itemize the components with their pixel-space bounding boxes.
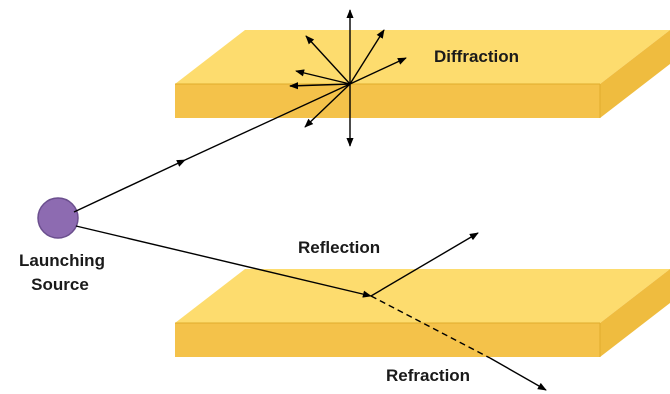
source-label-line1: Launching xyxy=(19,251,105,270)
reflection-label: Reflection xyxy=(298,238,380,257)
upper-slab xyxy=(175,30,670,118)
source-label-line2: Source xyxy=(31,275,89,294)
launching-source-icon xyxy=(37,197,79,239)
lower-slab-top xyxy=(175,269,670,323)
ray-to-diffraction xyxy=(73,83,351,213)
upper-slab-front xyxy=(175,84,600,118)
diffraction-rays xyxy=(289,9,407,147)
ray-to-reflection xyxy=(75,225,372,298)
diffraction-label: Diffraction xyxy=(434,47,519,66)
lower-slab-front xyxy=(175,323,600,357)
lower-slab xyxy=(175,269,670,357)
lower-slab-side xyxy=(600,269,670,357)
reflected-ray xyxy=(370,232,479,297)
upper-slab-top xyxy=(175,30,670,84)
refracted-ray xyxy=(370,295,547,391)
upper-slab-side xyxy=(600,30,670,118)
refraction-label: Refraction xyxy=(386,366,470,385)
